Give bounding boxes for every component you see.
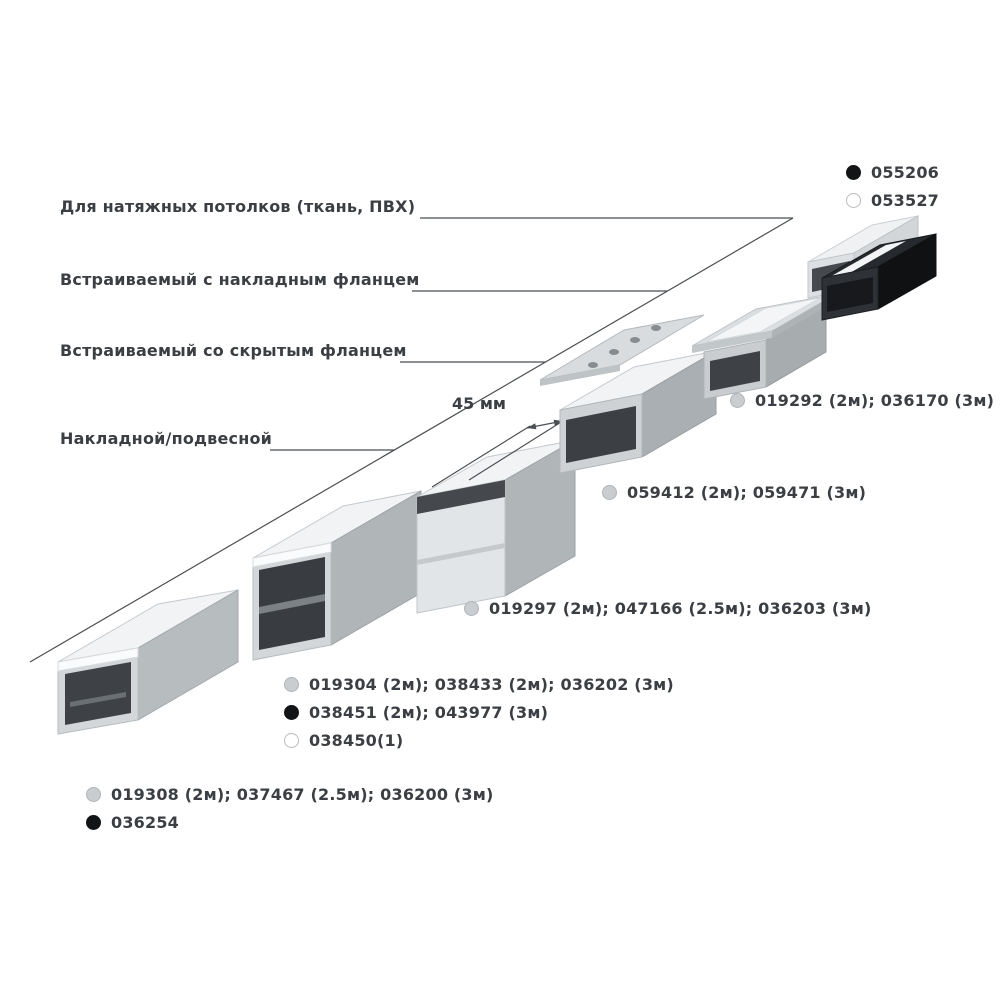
- category-label-stretch-ceiling: Для натяжных потолков (ткань, ПВХ): [60, 197, 416, 216]
- dimension-extension-line: [468, 418, 567, 481]
- profile-channel-opening: [566, 406, 636, 463]
- article-row: 019292 (2м); 036170 (3м): [730, 386, 994, 414]
- profile-recessed-surface-flange: [691, 293, 837, 400]
- article-row: 019308 (2м); 037467 (2.5м); 036200 (3м): [86, 780, 494, 808]
- color-dot-icon: [86, 786, 101, 802]
- article-numbers: 019308 (2м); 037467 (2.5м); 036200 (3м): [111, 784, 494, 804]
- profile-surface-mounted-large: [416, 439, 576, 614]
- mounting-hole: [651, 325, 661, 331]
- color-dot-icon: [284, 676, 299, 692]
- article-numbers: 053527: [871, 190, 939, 210]
- mounting-hole: [609, 349, 619, 355]
- category-label-surface-mounted: Накладной/подвесной: [60, 429, 273, 448]
- article-row: 038451 (2м); 043977 (3м): [284, 698, 674, 726]
- mounting-hole: [630, 337, 640, 343]
- article-group-surface-medium: 019304 (2м); 038433 (2м); 036202 (3м) 03…: [284, 670, 674, 754]
- main-diagonal-line: [29, 217, 794, 663]
- article-numbers: 019297 (2м); 047166 (2.5м); 036203 (3м): [489, 598, 872, 618]
- article-row: 019297 (2м); 047166 (2.5м); 036203 (3м): [464, 594, 872, 622]
- article-row: 019304 (2м); 038433 (2м); 036202 (3м): [284, 670, 674, 698]
- profile-front-slot: [417, 480, 505, 514]
- article-row: 053527: [846, 186, 939, 214]
- article-group-surface-low: 019308 (2м); 037467 (2.5м); 036200 (3м) …: [86, 780, 494, 836]
- color-dot-icon: [284, 704, 299, 720]
- article-group-surface-large: 019297 (2м); 047166 (2.5м); 036203 (3м): [464, 594, 872, 622]
- category-label-surface-flange: Встраиваемый с накладным фланцем: [60, 270, 420, 289]
- leader-lines: [29, 217, 794, 663]
- article-group-surface-flange: 019292 (2м); 036170 (3м): [730, 386, 994, 414]
- dimension-extension-line: [431, 425, 531, 488]
- dimension-45mm-label: 45 мм: [452, 394, 506, 413]
- article-numbers: 038451 (2м); 043977 (3м): [309, 702, 549, 722]
- color-dot-icon: [464, 600, 479, 616]
- color-dot-icon: [846, 192, 861, 208]
- article-row: 055206: [846, 158, 939, 186]
- black-variant-lens-strip: [828, 241, 906, 278]
- profile-front-lens-edge: [252, 542, 332, 568]
- dimension-45mm: [431, 418, 567, 488]
- article-numbers: 036254: [111, 812, 179, 832]
- profile-recessed-hidden-flange: [539, 314, 717, 474]
- profile-channel-opening: [710, 351, 760, 391]
- color-dot-icon: [846, 164, 861, 180]
- profile-channel-opening: [65, 662, 131, 725]
- article-numbers: 019292 (2м); 036170 (3м): [755, 390, 995, 410]
- profile-front-face: [416, 479, 506, 614]
- profile-front-lens-edge: [57, 647, 139, 672]
- article-numbers: 019304 (2м); 038433 (2м); 036202 (3м): [309, 674, 674, 694]
- profile-stretch-ceiling: [807, 215, 937, 321]
- category-label-hidden-flange: Встраиваемый со скрытым фланцем: [60, 341, 407, 360]
- color-dot-icon: [284, 732, 299, 748]
- profile-inner-shelf: [259, 594, 325, 614]
- article-row: 036254: [86, 808, 494, 836]
- mounting-hole: [588, 362, 598, 368]
- article-group-hidden-flange: 059412 (2м); 059471 (3м): [602, 478, 866, 506]
- flange-inner-diffuser: [705, 297, 821, 343]
- article-numbers: 055206: [871, 162, 939, 182]
- mounting-plate-front-edge: [540, 365, 620, 386]
- mounting-plate: [539, 314, 705, 381]
- profile-surface-mounted-low: [57, 589, 239, 735]
- article-group-stretch-ceiling: 055206 053527: [846, 158, 939, 214]
- flange-side-edge: [772, 294, 836, 338]
- article-numbers: 038450(1): [309, 730, 404, 750]
- flange-front-edge: [692, 331, 772, 353]
- article-numbers: 059412 (2м); 059471 (3м): [627, 482, 867, 502]
- article-row: 059412 (2м); 059471 (3м): [602, 478, 866, 506]
- black-variant-channel: [827, 277, 873, 312]
- profile-surface-mounted-medium: [252, 490, 422, 661]
- color-dot-icon: [86, 814, 101, 830]
- color-dot-icon: [602, 484, 617, 500]
- profile-channel-base-line: [70, 692, 126, 707]
- profile-front-groove: [417, 543, 505, 565]
- article-row: 038450(1): [284, 726, 674, 754]
- dimension-arrowhead: [527, 423, 537, 430]
- color-dot-icon: [730, 392, 745, 408]
